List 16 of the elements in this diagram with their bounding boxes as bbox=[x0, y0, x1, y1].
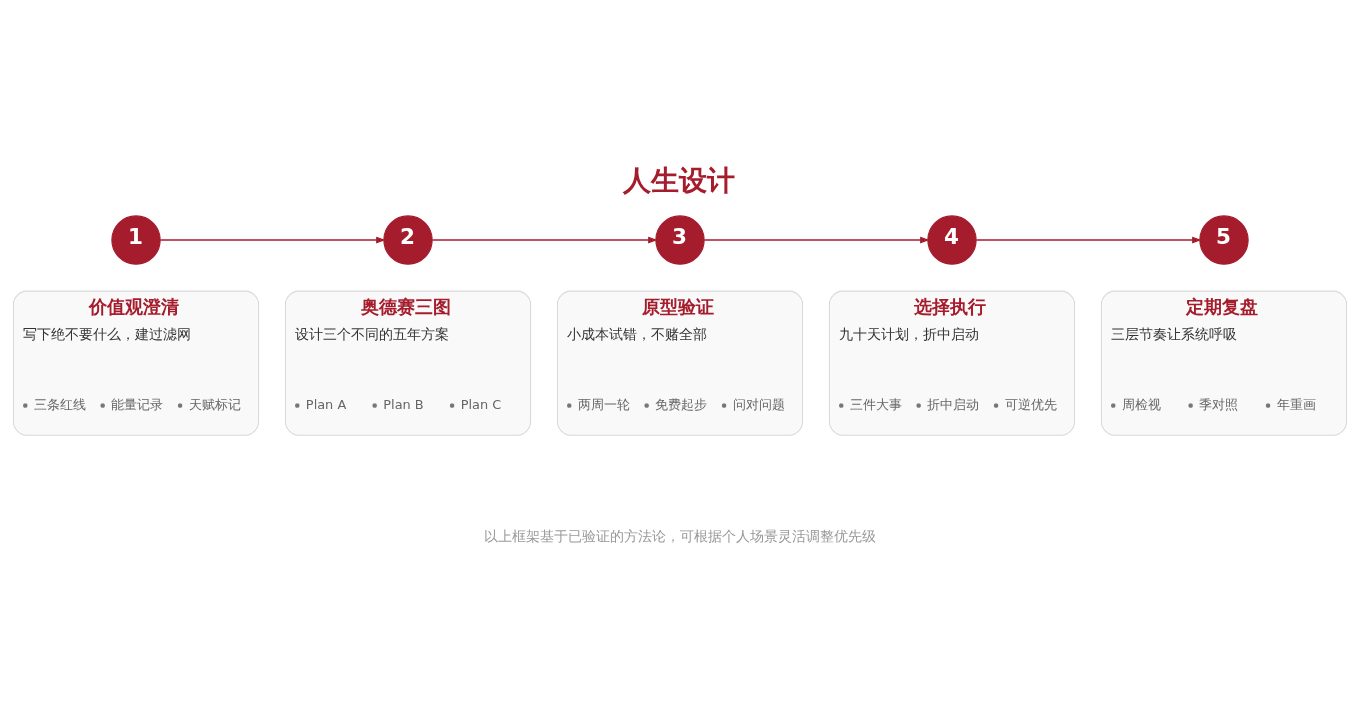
diagram-title: 人生设计 bbox=[623, 163, 736, 197]
node-circle: 5 bbox=[1199, 214, 1249, 265]
arrow bbox=[431, 236, 658, 243]
node-box: 价值观澄清 写下绝不要什么，建过滤网 三条红线 能量记录 天赋标记 bbox=[12, 290, 260, 436]
arrow bbox=[159, 236, 386, 243]
node-circle: 4 bbox=[927, 214, 977, 265]
node-box: 定期复盘 三层节奏让系统呼吸 周检视 季对照 年重画 bbox=[1100, 290, 1348, 436]
arrow bbox=[703, 236, 930, 243]
node-circle: 2 bbox=[383, 214, 433, 265]
node-box: 选择执行 九十天计划，折中启动 三件大事 折中启动 可逆优先 bbox=[828, 290, 1076, 436]
node-box: 原型验证 小成本试错，不赌全部 两周一轮 免费起步 问对问题 bbox=[556, 290, 804, 436]
arrow bbox=[975, 236, 1202, 243]
node-box: 奥德赛三图 设计三个不同的五年方案 Plan A Plan B Plan C bbox=[284, 290, 532, 436]
caption: 以上框架基于已验证的方法论，可根据个人场景灵活调整优先级 bbox=[484, 527, 876, 544]
node-circle: 1 bbox=[111, 214, 161, 265]
node-circle: 3 bbox=[655, 214, 705, 265]
